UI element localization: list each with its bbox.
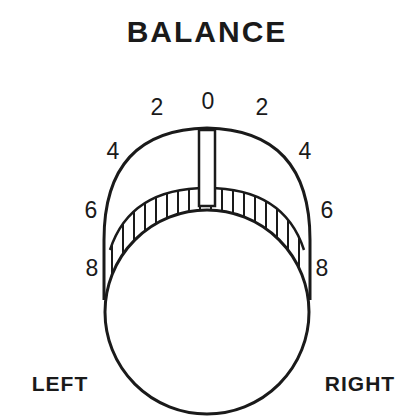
scale-number: 8 [316, 257, 329, 280]
scale-number: 6 [85, 199, 98, 222]
scale-number: 4 [107, 140, 120, 163]
scale-number: 4 [299, 140, 312, 163]
side-label: LEFT [32, 373, 89, 394]
scale-number: 2 [256, 96, 269, 119]
pointer-slit [199, 130, 215, 206]
scale-number: 6 [321, 199, 334, 222]
scale-number: 2 [151, 96, 164, 119]
scale-number: 0 [202, 90, 215, 113]
dial-title: BALANCE [127, 17, 288, 47]
knob-face [105, 210, 309, 414]
side-label: RIGHT [325, 373, 395, 394]
scale-number: 8 [86, 257, 99, 280]
